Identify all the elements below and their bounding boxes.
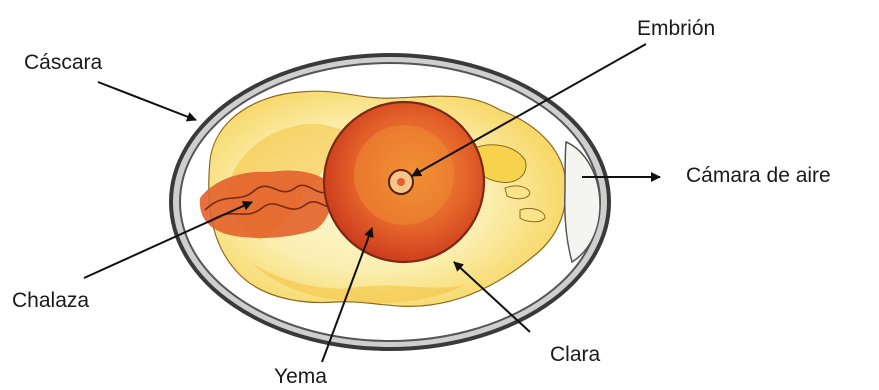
- label-cascara: Cáscara: [24, 52, 102, 73]
- label-clara: Clara: [550, 344, 600, 365]
- label-camara-de-aire: Cámara de aire: [686, 165, 831, 186]
- embryo: [389, 170, 413, 194]
- label-yema: Yema: [274, 366, 327, 387]
- label-chalaza: Chalaza: [12, 290, 89, 311]
- arrow-cascara: [98, 82, 196, 120]
- label-embrion: Embrión: [637, 18, 715, 39]
